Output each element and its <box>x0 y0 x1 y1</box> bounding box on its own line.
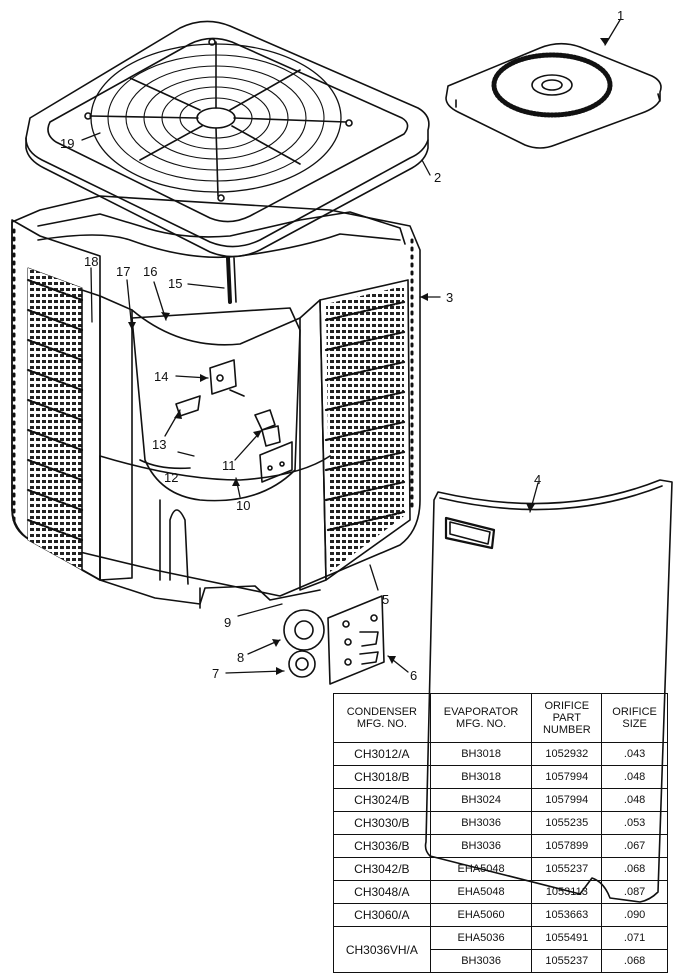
condenser-cell: CH3036/B <box>333 834 431 858</box>
cabinet-body <box>11 195 421 597</box>
size-cell: .043 <box>601 742 668 766</box>
callout-12: 12 <box>164 470 178 485</box>
part-number-cell: 1057994 <box>531 765 603 789</box>
size-cell: .068 <box>601 949 668 973</box>
part-number-cell: 1053663 <box>531 903 603 927</box>
evaporator-cell: EHA5048 <box>429 857 533 881</box>
condenser-cell: CH3036VH/A <box>333 926 431 973</box>
leader-arrowheads <box>128 38 610 675</box>
callout-5: 5 <box>382 592 389 607</box>
condenser-cell: CH3018/B <box>333 765 431 789</box>
evaporator-cell: BH3036 <box>429 949 533 973</box>
condenser-cell: CH3048/A <box>333 880 431 904</box>
size-cell: .071 <box>601 926 668 950</box>
condenser-cell: CH3030/B <box>333 811 431 835</box>
table-row: CH3018/B BH3018 1057994 .048 <box>333 765 668 789</box>
callout-9: 9 <box>224 615 231 630</box>
condenser-cell: CH3024/B <box>333 788 431 812</box>
condenser-cell: CH3060/A <box>333 903 431 927</box>
part-number-cell: 1057994 <box>531 788 603 812</box>
electrical-components <box>139 359 293 483</box>
size-cell: .048 <box>601 788 668 812</box>
callout-13: 13 <box>152 437 166 452</box>
size-cell: .090 <box>601 903 668 927</box>
part-number-cell: 1055237 <box>531 949 603 973</box>
callout-6: 6 <box>410 668 417 683</box>
top-grille-part <box>445 42 662 149</box>
table-row: CH3042/B EHA5048 1055237 .068 <box>333 857 668 881</box>
size-cell: .067 <box>601 834 668 858</box>
table-row: CH3048/A EHA5048 1053113 .087 <box>333 880 668 904</box>
part-number-cell: 1055491 <box>531 926 603 950</box>
callout-labels: 1 2 3 4 5 6 7 8 9 10 11 12 13 14 15 16 1… <box>60 8 624 683</box>
evaporator-cell: BH3036 <box>429 834 533 858</box>
table-row: CH3024/B BH3024 1057994 .048 <box>333 788 668 812</box>
callout-15: 15 <box>168 276 182 291</box>
size-cell: .068 <box>601 857 668 881</box>
evaporator-cell: EHA5060 <box>429 903 533 927</box>
table-row-merged-sub: BH3036 1055237 .068 <box>334 949 668 973</box>
corner-panels <box>81 256 327 591</box>
left-coil-grille <box>11 219 101 581</box>
evaporator-cell: EHA5048 <box>429 880 533 904</box>
bracket-part <box>327 595 385 685</box>
evaporator-cell: BH3018 <box>429 765 533 789</box>
right-coil-grille <box>319 238 414 581</box>
evaporator-cell: BH3018 <box>429 742 533 766</box>
size-cell: .053 <box>601 811 668 835</box>
callout-16: 16 <box>143 264 157 279</box>
evaporator-cell: EHA5036 <box>429 926 533 950</box>
callout-17: 17 <box>116 264 130 279</box>
callout-1: 1 <box>617 8 624 23</box>
table-row: CH3012/A BH3018 1052932 .043 <box>333 742 668 766</box>
part-number-cell: 1053113 <box>531 880 603 904</box>
condenser-cell: CH3012/A <box>333 742 431 766</box>
size-cell: .048 <box>601 765 668 789</box>
gasket-parts <box>283 609 325 678</box>
table-row: CH3060/A EHA5060 1053663 .090 <box>333 903 668 927</box>
base-pan <box>99 455 331 609</box>
evaporator-cell: BH3036 <box>429 811 533 835</box>
callout-7: 7 <box>212 666 219 681</box>
callout-14: 14 <box>154 369 168 384</box>
callout-3: 3 <box>446 290 453 305</box>
part-number-cell: 1057899 <box>531 834 603 858</box>
size-cell: .087 <box>601 880 668 904</box>
callout-4: 4 <box>534 472 541 487</box>
table-row: CH3036/B BH3036 1057899 .067 <box>333 834 668 858</box>
part-number-cell: 1055235 <box>531 811 603 835</box>
callout-19: 19 <box>60 136 74 151</box>
callout-11: 11 <box>222 458 236 473</box>
part-number-cell: 1052932 <box>531 742 603 766</box>
evaporator-cell: BH3024 <box>429 788 533 812</box>
condenser-cell: CH3042/B <box>333 857 431 881</box>
part-number-cell: 1055237 <box>531 857 603 881</box>
callout-18: 18 <box>84 254 98 269</box>
table-row-merged: CH3036VH/A EHA5036 1055491 .071 <box>333 926 668 973</box>
top-cover-part <box>25 20 430 258</box>
callout-8: 8 <box>237 650 244 665</box>
table-row: CH3030/B BH3036 1055235 .053 <box>333 811 668 835</box>
callout-10: 10 <box>236 498 250 513</box>
callout-2: 2 <box>434 170 441 185</box>
